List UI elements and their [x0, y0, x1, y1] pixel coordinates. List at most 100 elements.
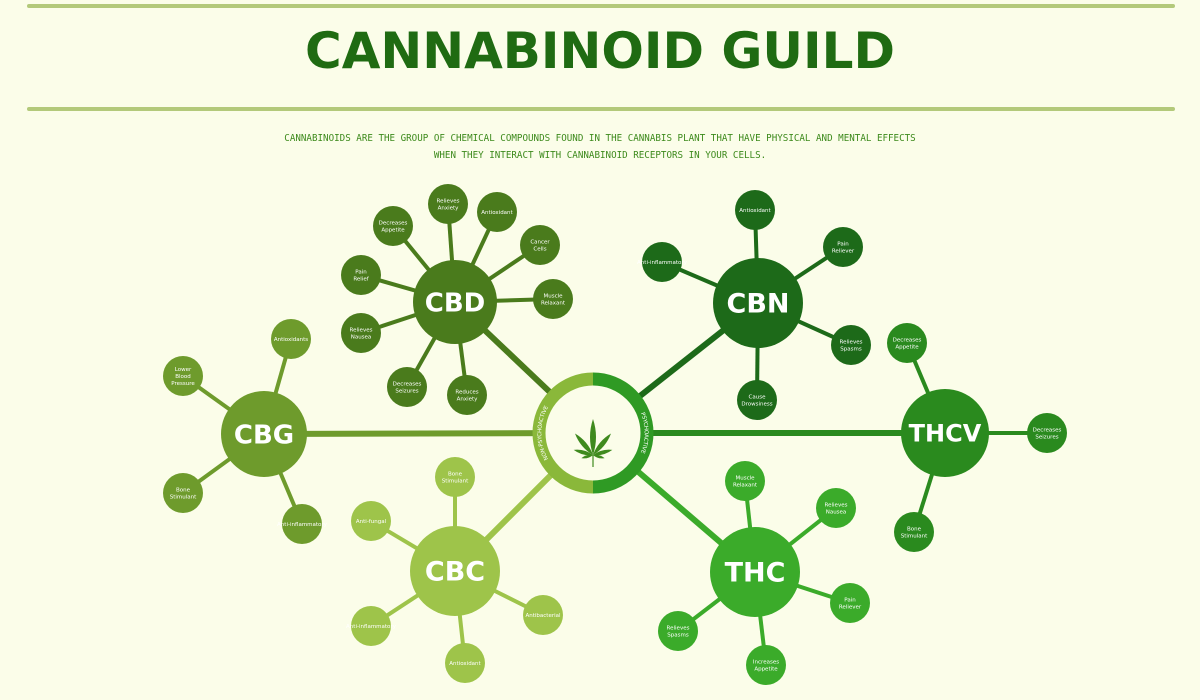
effect-circle — [642, 242, 682, 282]
top-rule — [27, 4, 1175, 8]
hub-label: CBN — [727, 289, 790, 320]
effect-circle — [1027, 413, 1067, 453]
effect-label: Anti-fungal — [356, 519, 387, 525]
effect-circle — [445, 643, 485, 683]
description: CANNABINOIDS ARE THE GROUP OF CHEMICAL C… — [284, 133, 916, 161]
effect-circle — [477, 192, 517, 232]
hub-label: CBG — [234, 420, 294, 450]
effect-circle — [533, 279, 573, 319]
hub-label: THC — [725, 558, 786, 589]
effect-circle — [737, 380, 777, 420]
effect-circle — [163, 473, 203, 513]
effect-circle — [894, 512, 934, 552]
cannabis-leaf-icon — [573, 419, 613, 467]
effect-node: Anti-inflammatory — [277, 504, 328, 544]
right-label: PSYCHOACTIVE — [639, 412, 649, 455]
effect-label: Antioxidant — [739, 208, 771, 214]
effect-circle — [816, 488, 856, 528]
hub-circle — [410, 526, 500, 616]
effect-label: Anti-inflammatory — [346, 624, 397, 630]
hub-label: CBC — [425, 557, 485, 588]
effect-label: Antioxidants — [274, 337, 308, 343]
effect-circle — [831, 325, 871, 365]
hub-circle — [710, 527, 800, 617]
hub-circle — [713, 258, 803, 348]
non-psychoactive-arc — [532, 372, 594, 494]
effect-circle — [282, 504, 322, 544]
effect-node: Antioxidants — [271, 319, 311, 359]
hub-label: THCV — [909, 420, 982, 448]
effect-circle — [520, 225, 560, 265]
effect-node: Anti-fungal — [351, 501, 391, 541]
effect-circle — [830, 583, 870, 623]
effect-label: Anti-inflammatory — [277, 522, 328, 528]
effect-circle — [387, 367, 427, 407]
effect-circle — [341, 313, 381, 353]
effect-node: Anti-inflammatory — [346, 606, 397, 646]
effect-circle — [163, 356, 203, 396]
effect-node: Antioxidant — [477, 192, 517, 232]
effect-circle — [823, 227, 863, 267]
effect-circle — [435, 457, 475, 497]
bottom-rule — [27, 107, 1175, 111]
effect-label: Antioxidant — [449, 661, 481, 667]
effect-circle — [351, 606, 391, 646]
hub-circle — [413, 260, 497, 344]
effect-label: Anti-inflammatory — [637, 260, 688, 266]
effect-node: Antioxidant — [735, 190, 775, 230]
effect-circle — [523, 595, 563, 635]
effect-circle — [725, 461, 765, 501]
page-title: CANNABINOID GUILD — [305, 22, 895, 80]
effect-circle — [447, 375, 487, 415]
hub-label: CBD — [425, 288, 485, 318]
hub-circle — [221, 391, 307, 477]
